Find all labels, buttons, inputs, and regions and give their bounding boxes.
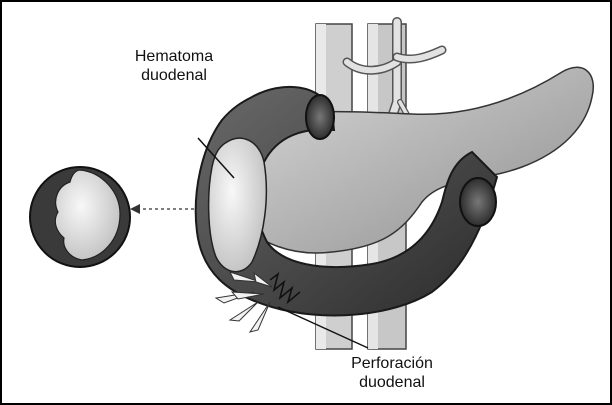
perforation-label: Perforación duodenal — [332, 354, 452, 392]
cross-section-inset — [30, 167, 130, 267]
hematoma-label-line2: duodenal — [114, 66, 234, 85]
hematoma-label: Hematoma duodenal — [114, 47, 234, 85]
perforation-label-line2: duodenal — [332, 373, 452, 392]
hematoma-label-line1: Hematoma — [114, 47, 234, 66]
duodenum-proximal-opening — [306, 95, 334, 139]
section-arrow — [130, 204, 194, 214]
perforation-label-line1: Perforación — [332, 354, 452, 373]
jejunum-opening — [460, 178, 496, 226]
